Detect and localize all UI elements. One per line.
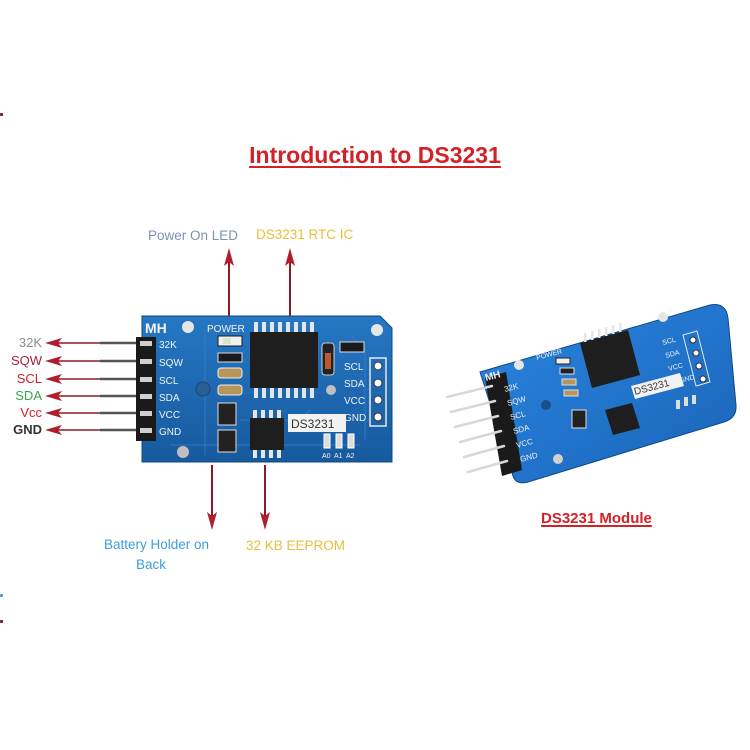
callout-battery-holder: Battery Holder on: [104, 537, 210, 552]
mounting-hole: [177, 446, 189, 458]
board-pin-scl: SCL: [159, 376, 179, 387]
arrow-rtc-ic: [285, 248, 295, 318]
ds3231-chip: [250, 322, 318, 398]
module-pin-32k: 32K: [503, 381, 520, 394]
resistor: [217, 352, 243, 363]
board-power-label: POWER: [207, 324, 245, 335]
module-right-pin-vcc: VCC: [668, 362, 684, 373]
pin-arrow-scl: [45, 374, 140, 384]
board-brand: MH: [145, 320, 167, 336]
pin-label-scl: SCL: [16, 371, 42, 386]
pin-label-32k: 32K: [18, 335, 42, 350]
callout-power-led: Power On LED: [148, 228, 239, 243]
capacitor: [217, 367, 243, 379]
board-pin-sda: SDA: [159, 393, 180, 404]
right-pin-header: [369, 357, 387, 427]
board-right-pin-vcc: VCC: [344, 396, 365, 407]
resistor-network: [217, 402, 237, 426]
module-pin-header: [485, 372, 522, 476]
module-pin-vcc: VCC: [515, 437, 534, 450]
callout-rtc-ic: DS3231 RTC IC: [256, 227, 354, 242]
module-caption: DS3231 Module: [541, 510, 652, 527]
module-eeprom-chip: [605, 403, 640, 435]
pin-arrow-vcc: [45, 408, 140, 418]
module-right-pin-scl: SCL: [662, 337, 677, 347]
mounting-hole: [182, 321, 194, 333]
pin-label-sda: SDA: [15, 388, 42, 403]
arrow-battery: [207, 465, 217, 530]
module-pin-scl: SCL: [509, 409, 527, 422]
pin-arrow-sda: [45, 391, 140, 401]
pin-header: [136, 337, 156, 441]
arrow-power-led: [224, 248, 234, 318]
resistor-network: [217, 429, 237, 453]
callout-eeprom: 32 KB EEPROM: [246, 538, 346, 553]
module-chip-label-plate: [631, 373, 684, 399]
chip-label-plate: [288, 414, 346, 432]
pcb-front: [136, 315, 393, 463]
arrow-eeprom: [260, 465, 270, 530]
board-pin-sqw: SQW: [159, 358, 183, 369]
module-ds3231-chip: [580, 330, 640, 388]
board-pin-gnd: GND: [159, 427, 181, 438]
board-pin-vcc: VCC: [159, 410, 180, 421]
board-chip-label: DS3231: [291, 417, 335, 431]
mounting-hole: [371, 324, 383, 336]
pin-label-vcc: Vcc: [20, 405, 42, 420]
pin-arrow-32k: [45, 338, 140, 348]
page-title: Introduction to DS3231: [249, 142, 501, 168]
pin-label-sqw: SQW: [10, 353, 42, 368]
pin-arrow-gnd: [45, 425, 140, 435]
eeprom-chip: [250, 410, 284, 458]
board-right-pin-sda: SDA: [344, 379, 365, 390]
module-right-pin-gnd: GND: [679, 374, 696, 385]
pin-label-gnd: GND: [13, 422, 42, 437]
module-right-pin-sda: SDA: [665, 349, 681, 360]
via: [195, 381, 211, 397]
board-right-pin-scl: SCL: [344, 362, 364, 373]
edge-mark-top: [0, 113, 3, 116]
module-photo: [445, 304, 737, 484]
module-brand: MH: [484, 369, 502, 384]
pin-arrows: [45, 338, 140, 435]
callout-battery-holder-line2: Back: [136, 557, 167, 572]
capacitor: [217, 384, 243, 396]
pin-arrow-sqw: [45, 356, 140, 366]
module-pin-sda: SDA: [512, 423, 531, 436]
via: [326, 385, 336, 395]
board-pad-a0: A0: [322, 453, 331, 460]
board-right-pin-gnd: GND: [344, 413, 366, 424]
edge-mark-bottom: [0, 620, 3, 623]
board-pad-a2: A2: [346, 453, 355, 460]
edge-mark-blue: [0, 594, 3, 597]
board-pad-a1: A1: [334, 453, 343, 460]
resistor: [339, 341, 365, 353]
board-pin-32k: 32K: [159, 340, 177, 351]
